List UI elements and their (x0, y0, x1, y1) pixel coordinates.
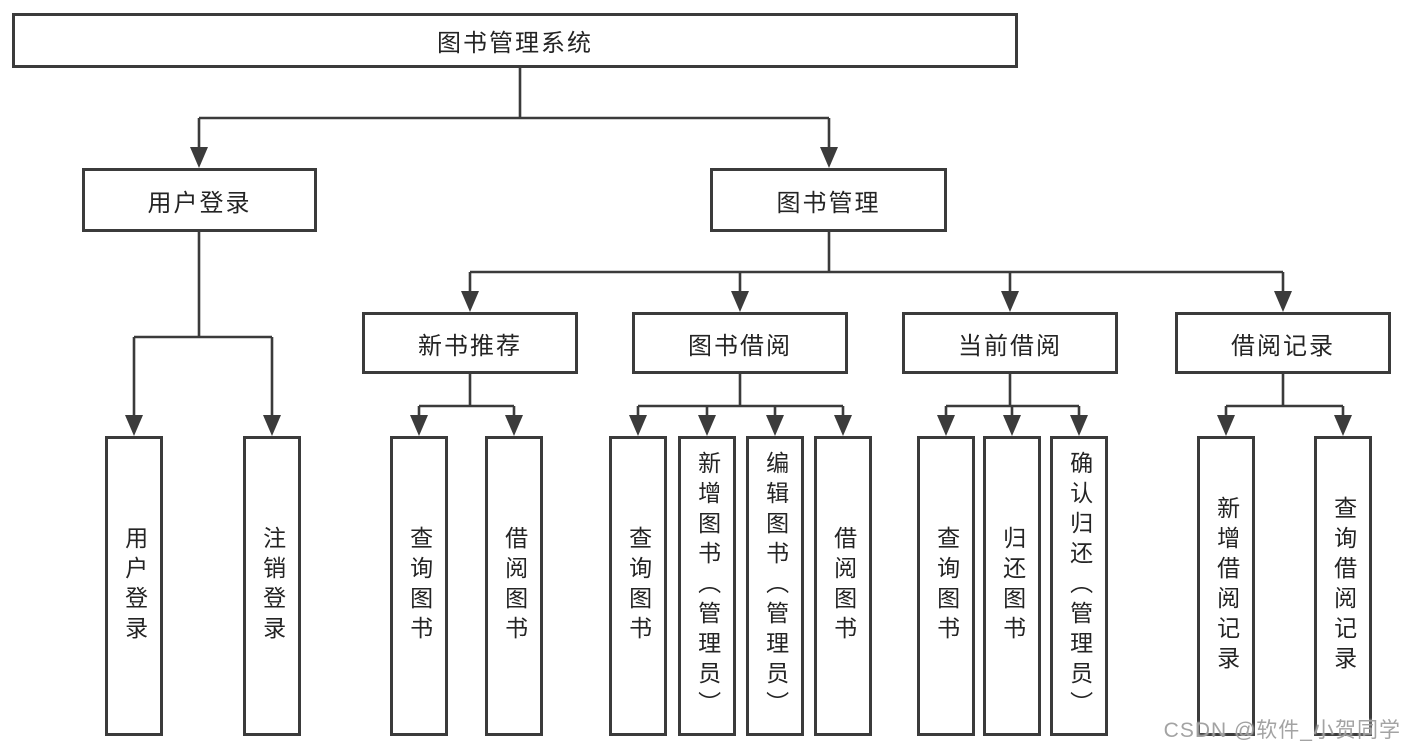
node-leaf-query-books-1-label: 查询图书 (406, 526, 433, 646)
node-leaf-add-books-admin-label: 新增图书（管理员） (694, 451, 721, 721)
node-leaf-add-borrow-record: 新增借阅记录 (1197, 436, 1255, 736)
node-leaf-add-borrow-record-label: 新增借阅记录 (1213, 496, 1240, 676)
arrowhead-user-login (190, 147, 208, 168)
node-leaf-query-books-3: 查询图书 (917, 436, 975, 736)
node-user-login: 用户登录 (82, 168, 317, 232)
csdn-watermark: CSDN @软件_小贺同学 (1163, 719, 1401, 742)
arrowhead-leaf-query-books-1 (410, 415, 428, 436)
node-leaf-query-borrow-record-label: 查询借阅记录 (1330, 496, 1357, 676)
node-book-management: 图书管理 (710, 168, 947, 232)
arrowhead-leaf-edit-books (766, 415, 784, 436)
node-leaf-query-borrow-record: 查询借阅记录 (1314, 436, 1372, 736)
node-root: 图书管理系统 (12, 13, 1018, 68)
node-leaf-confirm-return-admin-label: 确认归还（管理员） (1066, 451, 1093, 721)
arrowhead-leaf-return-books (1003, 415, 1021, 436)
node-current-borrowing: 当前借阅 (902, 312, 1118, 374)
node-leaf-borrow-books-2-label: 借阅图书 (830, 526, 857, 646)
node-leaf-return-books: 归还图书 (983, 436, 1041, 736)
node-leaf-logout: 注销登录 (243, 436, 301, 736)
node-leaf-query-books-2: 查询图书 (609, 436, 667, 736)
arrowhead-leaf-borrow-books-2 (834, 415, 852, 436)
arrowhead-leaf-borrow-books-1 (505, 415, 523, 436)
arrowhead-book-borrowing (731, 291, 749, 312)
node-leaf-user-login: 用户登录 (105, 436, 163, 736)
node-leaf-edit-books-admin-label: 编辑图书（管理员） (762, 451, 789, 721)
node-leaf-borrow-books-1-label: 借阅图书 (501, 526, 528, 646)
arrowhead-leaf-user-login (125, 415, 143, 436)
arrowhead-current-borrowing (1001, 291, 1019, 312)
node-leaf-user-login-label: 用户登录 (121, 526, 148, 646)
node-leaf-query-books-1: 查询图书 (390, 436, 448, 736)
node-leaf-return-books-label: 归还图书 (999, 526, 1026, 646)
node-borrowing-records: 借阅记录 (1175, 312, 1391, 374)
node-leaf-borrow-books-1: 借阅图书 (485, 436, 543, 736)
node-book-borrowing: 图书借阅 (632, 312, 848, 374)
node-leaf-borrow-books-2: 借阅图书 (814, 436, 872, 736)
arrowhead-book-management (820, 147, 838, 168)
arrowhead-leaf-logout (263, 415, 281, 436)
arrowhead-borrowing-records (1274, 291, 1292, 312)
node-leaf-query-books-3-label: 查询图书 (933, 526, 960, 646)
node-leaf-add-books-admin: 新增图书（管理员） (678, 436, 736, 736)
node-leaf-logout-label: 注销登录 (259, 526, 286, 646)
arrowhead-leaf-confirm-return (1070, 415, 1088, 436)
node-leaf-edit-books-admin: 编辑图书（管理员） (746, 436, 804, 736)
arrowhead-leaf-add-books (698, 415, 716, 436)
arrowhead-leaf-query-record (1334, 415, 1352, 436)
arrowhead-leaf-query-books-3 (937, 415, 955, 436)
node-leaf-confirm-return-admin: 确认归还（管理员） (1050, 436, 1108, 736)
arrowhead-new-book-recommend (461, 291, 479, 312)
node-leaf-query-books-2-label: 查询图书 (625, 526, 652, 646)
node-new-book-recommend: 新书推荐 (362, 312, 578, 374)
arrowhead-leaf-add-record (1217, 415, 1235, 436)
arrowhead-leaf-query-books-2 (629, 415, 647, 436)
